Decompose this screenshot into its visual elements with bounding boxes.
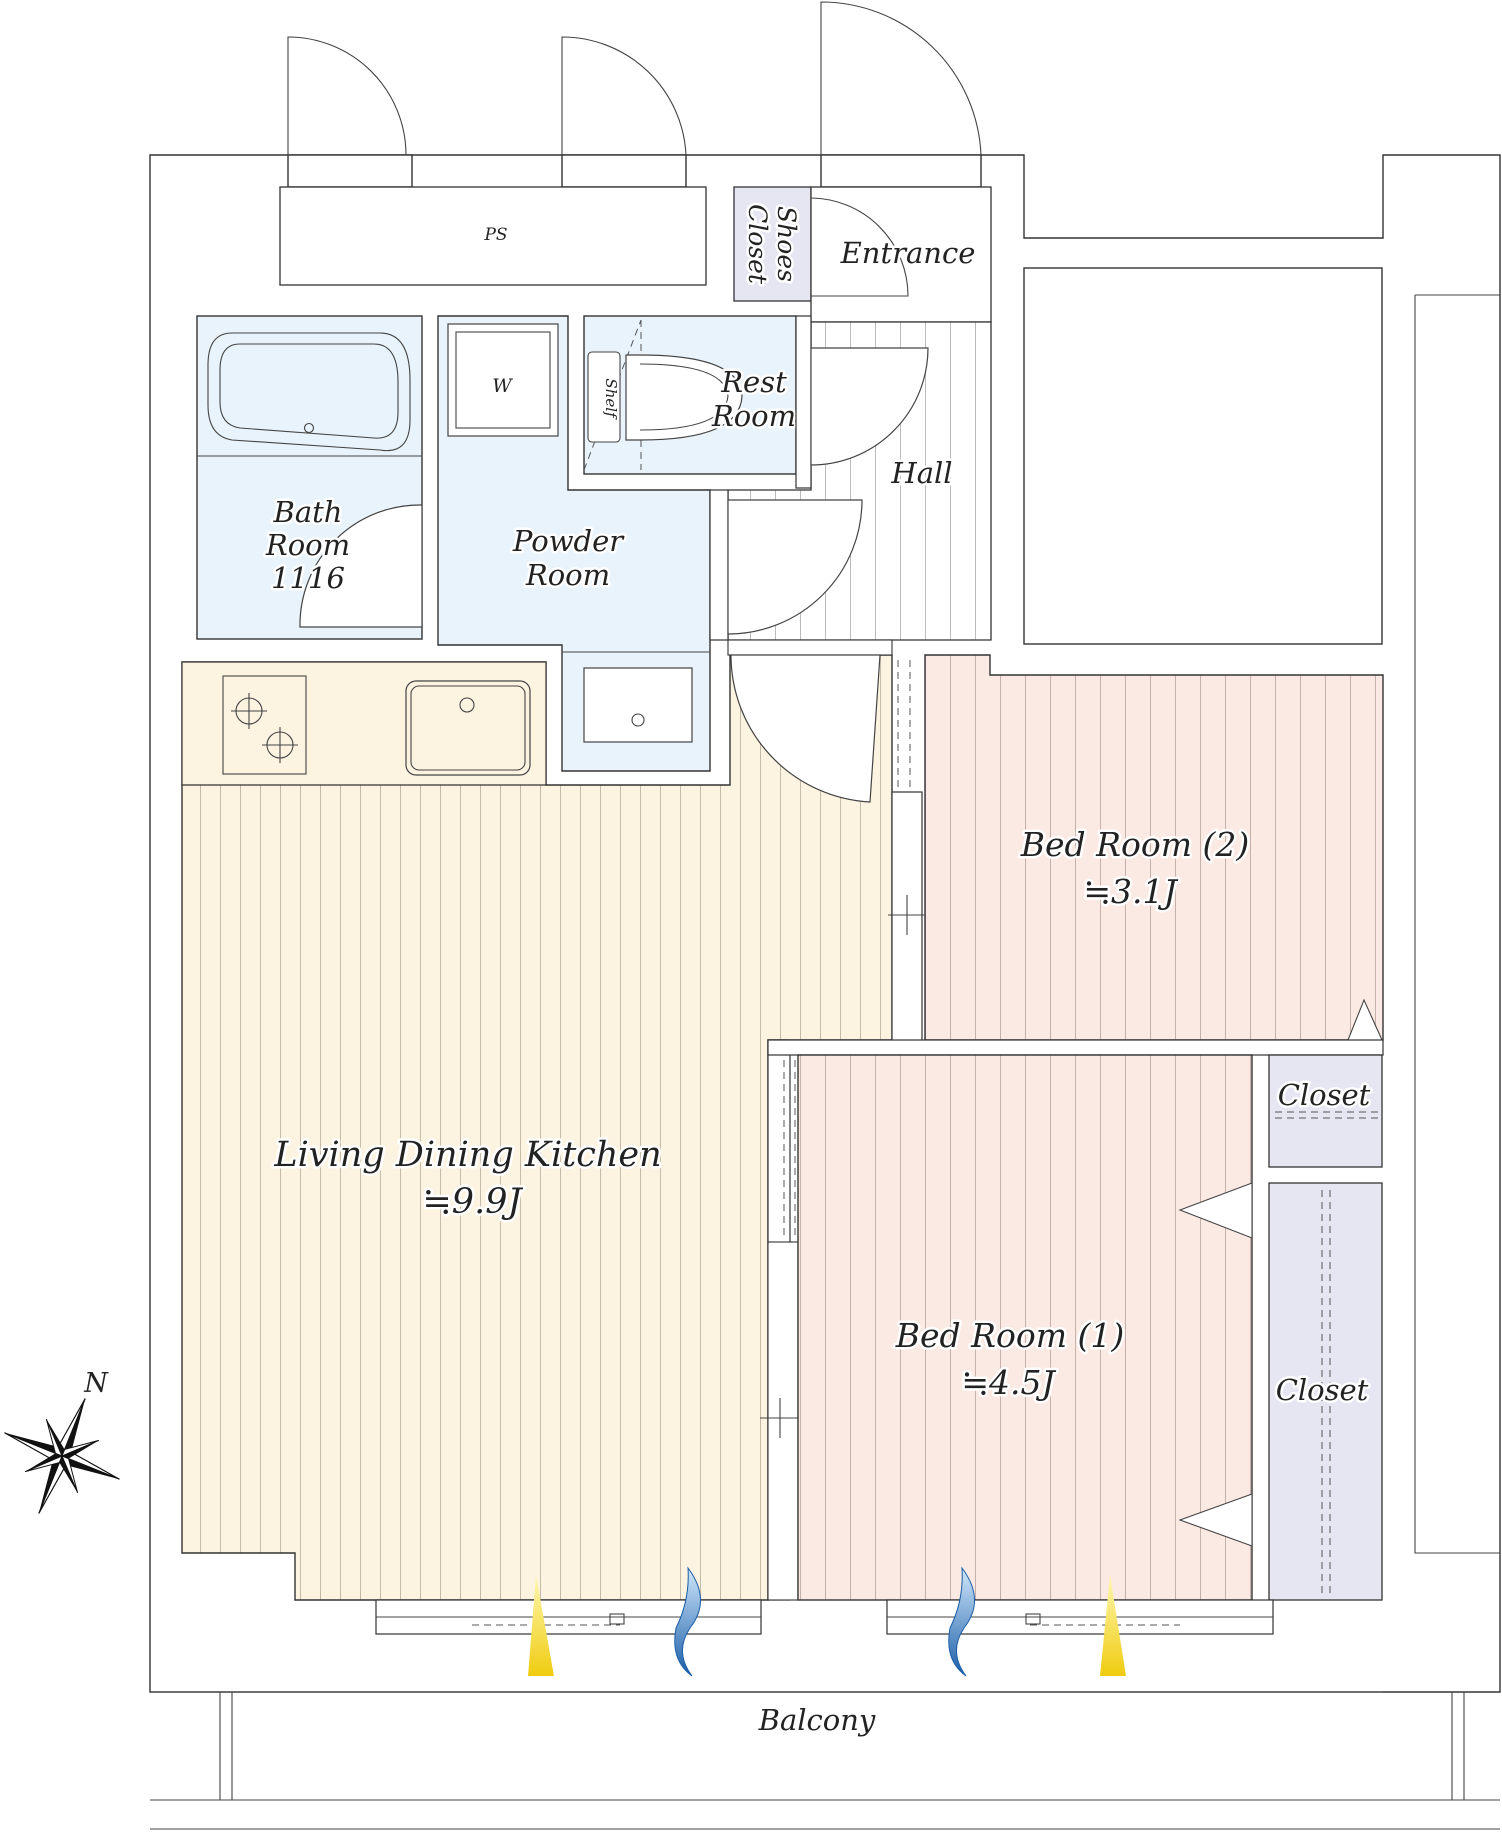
ldk-name: Living Dining Kitchen: [273, 1135, 661, 1175]
closet-upper: [1268, 1054, 1383, 1168]
shoes-closet-label-1: Shoes: [772, 206, 801, 282]
ps-box: [279, 186, 707, 286]
bed-room-2-size: ≒3.1J: [1083, 872, 1178, 911]
bath-door: [299, 504, 423, 628]
burner-icon-2: [262, 727, 298, 763]
warm-air-icon-1: [528, 1575, 554, 1676]
closet-door-triangle-1: [1178, 1182, 1253, 1239]
right-wall-inner: [1414, 294, 1500, 1554]
kitchen-sink: [405, 680, 531, 776]
powder-room-label-2: Room: [525, 558, 610, 592]
toilet-tank: [587, 351, 621, 443]
closet-upper-label: Closet: [1278, 1078, 1371, 1112]
bath-room-label-2: Room: [265, 528, 350, 562]
compass-rose-icon: [4, 1398, 120, 1514]
shelf-label: Shelf: [602, 378, 620, 420]
bathtub: [207, 332, 411, 452]
rest-room-label-2: Room: [711, 399, 796, 433]
warm-air-icon-2: [1100, 1575, 1126, 1676]
powder-room-door: [727, 499, 863, 635]
washer: [447, 323, 559, 437]
balcony-label: Balcony: [758, 1703, 876, 1737]
balcony: [150, 1692, 1500, 1830]
closet-door-triangle-2: [1178, 1493, 1253, 1547]
closet-lower: [1268, 1182, 1383, 1601]
shoes-closet-label-2: Closet: [743, 204, 772, 285]
compass-north-label: N: [83, 1368, 109, 1399]
entrance-label: Entrance: [840, 236, 976, 270]
bath-room-label-3: 1116: [271, 561, 345, 595]
cool-air-icon-1: [674, 1566, 701, 1677]
powder-sink: [583, 667, 693, 743]
closet-lower-label: Closet: [1276, 1373, 1369, 1407]
bed-room-1-size: ≒4.5J: [961, 1363, 1056, 1402]
ldk-door: [730, 654, 881, 803]
rest-room-label-1: Rest: [720, 365, 787, 399]
rest-room-door: [810, 347, 929, 466]
bed-room-2-name: Bed Room (2): [1020, 825, 1250, 864]
entrance: [810, 186, 992, 323]
ps-label: PS: [483, 225, 507, 245]
upper-right-block: [1023, 267, 1383, 645]
washer-label: W: [492, 375, 513, 397]
bed-room-1-floor: [797, 1054, 1253, 1601]
stove: [222, 675, 307, 775]
burner-icon-1: [231, 693, 267, 729]
powder-room-label-1: Powder: [512, 524, 625, 558]
top-doors: [287, 1, 982, 188]
cool-air-icon-2: [948, 1566, 975, 1677]
ldk-size: ≒9.9J: [422, 1182, 523, 1222]
bath-room-label-1: Bath: [273, 495, 343, 529]
bed-room-1-name: Bed Room (1): [895, 1316, 1125, 1355]
hall-label: Hall: [890, 456, 952, 490]
